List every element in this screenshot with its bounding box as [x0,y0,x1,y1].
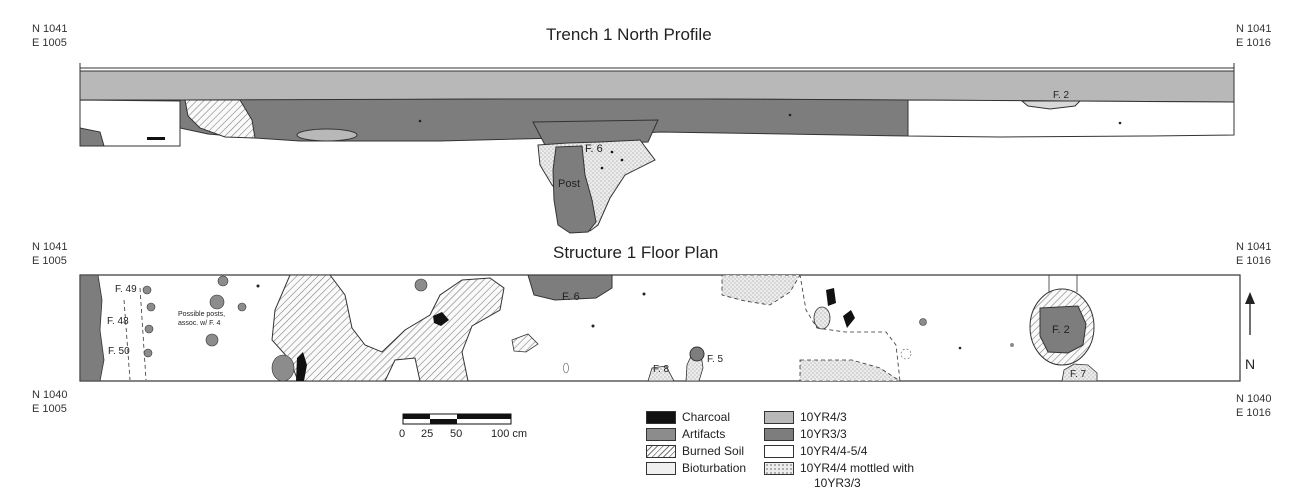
profile-speck-4 [418,119,422,123]
plan-post-4 [237,302,247,312]
plan-burned-soil-small [511,333,539,353]
plan-bottom-left-coord: N 1040 E 1005 [32,389,68,415]
profile-right-coord: N 1041 E 1016 [1236,23,1272,49]
plan-drawing: N F. 49 F. 48 F. 50 Possible posts, asso… [79,274,1255,382]
plan-label-f8: F. 8 [653,364,670,375]
profile-speck-3 [600,166,604,170]
plan-feature-f6-shape [527,274,613,301]
legend-10yr4-4-swatch [764,444,794,458]
profile-post-shape [552,145,597,234]
profile-dark-left-patch [79,127,105,147]
legend-charcoal-swatch [646,410,676,424]
plan-mottled-bottom [799,359,902,382]
profile-feature-f6-shape [532,119,659,146]
legend-mottled: 10YR4/4 mottled with [764,461,914,475]
profile-white-right [907,99,1235,138]
scale-seg-3 [457,414,511,419]
legend-bioturbation-swatch [646,461,676,475]
plan-dotted-circle [900,348,912,360]
plan-artifact-f48 [144,324,154,334]
north-arrow-label: N [1245,356,1255,372]
plan-posthole-outline [563,362,569,374]
legend-bioturbation: Bioturbation [646,461,746,475]
plan-charcoal-4 [843,310,855,328]
scale-seg-1 [403,414,430,419]
profile-speck-6 [1118,121,1122,125]
plan-artifact-mid [414,278,428,292]
legend-artifacts: Artifacts [646,427,725,441]
plan-label-f6: F. 6 [562,291,580,303]
scale-seg-2 [430,419,457,424]
plan-label-f49: F. 49 [115,284,137,295]
legend-burned-soil-swatch [646,444,676,458]
scale-bar [402,413,512,425]
plan-artifact-right [919,318,927,326]
profile-charcoal-fleck [147,137,165,140]
profile-light-lens [296,128,358,142]
legend-artifacts-swatch [646,427,676,441]
plan-label-f5: F. 5 [707,354,724,365]
profile-label-post: Post [558,178,580,190]
plan-bottom-right-coord: N 1040 E 1016 [1236,393,1272,419]
plan-feature-f2-core [1039,305,1087,354]
plan-charcoal-1 [296,352,307,381]
plan-post-3 [205,333,219,347]
legend-mottled-line2: 10YR3/3 [814,476,861,490]
plan-feature-f5-shape [689,346,705,362]
plan-label-posts-line1: Possible posts, [178,311,225,318]
plan-artifact-a [146,302,156,312]
scale-tick-50: 50 [450,428,463,440]
plan-label-f2: F. 2 [1052,324,1070,336]
plan-dashed-boundary [785,274,901,382]
legend-10yr3-3-swatch [764,427,794,441]
plan-artifact-bottom-left [271,354,295,382]
plan-feature-f7-shape [1061,363,1098,382]
plan-speck-4 [591,324,595,328]
profile-burned-soil [184,99,256,139]
plan-speck-5 [642,292,646,296]
plan-post-1 [217,275,229,287]
plan-label-posts-line2: assoc. w/ F. 4 [178,320,221,327]
plan-charcoal-3 [826,288,836,306]
profile-label-f2: F. 2 [1053,90,1070,101]
plan-speck-2 [1010,343,1014,347]
plan-post-2 [209,294,225,310]
plan-bioturbation-blob [813,306,831,330]
plan-dashed-line-left-2 [123,299,131,381]
plan-label-f48: F. 48 [107,316,129,327]
scale-tick-100: 100 cm [491,428,528,440]
legend-burned-soil: Burned Soil [646,444,744,458]
legend-10yr3-3: 10YR3/3 [764,427,847,441]
legend-10yr4-4: 10YR4/4-5/4 [764,444,867,458]
plan-feature-f8-shape [647,365,675,382]
plan-top-left-coord: N 1041 E 1005 [32,241,68,267]
profile-feature-f2-shape [1020,100,1082,110]
plan-artifact-f49 [142,285,152,295]
profile-speck-2 [620,158,624,162]
legend-10yr4-3: 10YR4/3 [764,410,847,424]
legend-10yr4-3-swatch [764,410,794,424]
profile-speck-5 [788,113,792,117]
legend-mottled-swatch [764,461,794,475]
scale-tick-25: 25 [421,428,434,440]
profile-title: Trench 1 North Profile [546,25,712,44]
plan-speck-1 [958,346,962,350]
plan-label-f50: F. 50 [108,346,130,357]
scale-tick-0: 0 [399,428,406,440]
legend-charcoal: Charcoal [646,410,730,424]
plan-artifact-f50 [143,348,153,358]
profile-label-f6: F. 6 [585,143,603,155]
profile-drawing: F. 6 Post F. 2 [79,63,1235,234]
profile-speck-1 [610,150,614,154]
plan-dark-strip-left [79,274,105,382]
plan-label-f7: F. 7 [1070,369,1087,380]
profile-left-coord: N 1041 E 1005 [32,23,68,49]
plan-title: Structure 1 Floor Plan [553,243,719,262]
plan-top-right-coord: N 1041 E 1016 [1236,241,1272,267]
north-arrow-icon [1245,292,1255,304]
plan-dashed-line-left [139,287,147,381]
plan-charcoal-2 [433,312,449,326]
plan-speck-3 [256,284,260,288]
